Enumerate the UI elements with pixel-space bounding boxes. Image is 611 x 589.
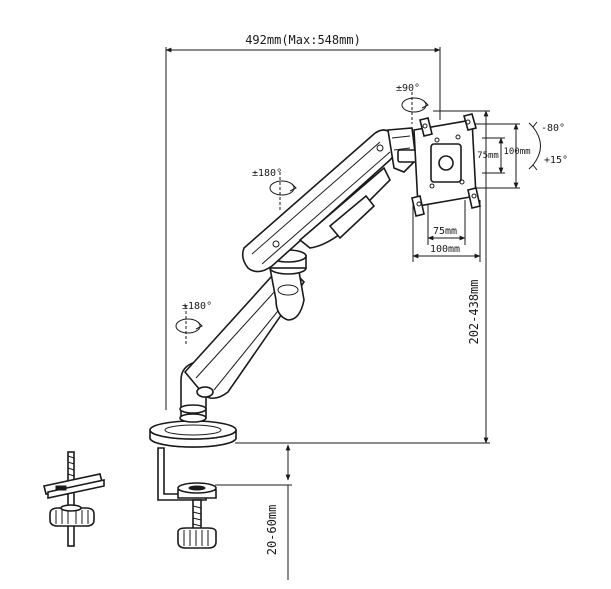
vesa-v-large-label: 100mm [503,147,530,157]
vesa-plate [411,113,481,217]
tilt-indicator: -80° +15° [528,121,568,171]
height-dimension: 202-438mm [235,110,490,444]
clamp-label: 20-60mm [265,505,279,556]
base-plate [149,420,237,448]
head-swivel-indicator: ±90° [396,83,429,124]
tilt-back-label: -80° [541,123,565,134]
height-label: 202-438mm [467,279,481,344]
clamp-dimension: 20-60mm [215,442,292,580]
vesa-v-small-label: 75mm [477,151,499,161]
base-swivel-indicator: ±180° [175,301,212,346]
lower-arm [183,265,306,400]
tilt-head [387,127,419,173]
tilt-forward-label: +15° [544,155,568,166]
vesa-horizontal-dimension: 75mm 100mm [412,200,481,262]
monitor-arm-illustration [149,113,481,549]
head-swivel-label: ±90° [396,83,420,94]
upper-arm [241,129,398,273]
forearm-swivel-label: ±180° [252,168,282,179]
grommet-mount-illustration [43,451,105,547]
reach-dimension: 492mm(Max:548mm) [165,33,441,410]
reach-label: 492mm(Max:548mm) [245,33,361,47]
base-swivel-label: ±180° [182,301,212,312]
forearm-swivel-indicator: ±180° [252,168,297,210]
vesa-h-large-label: 100mm [430,244,460,255]
desk-clamp [157,447,217,549]
vesa-h-small-label: 75mm [433,226,457,237]
